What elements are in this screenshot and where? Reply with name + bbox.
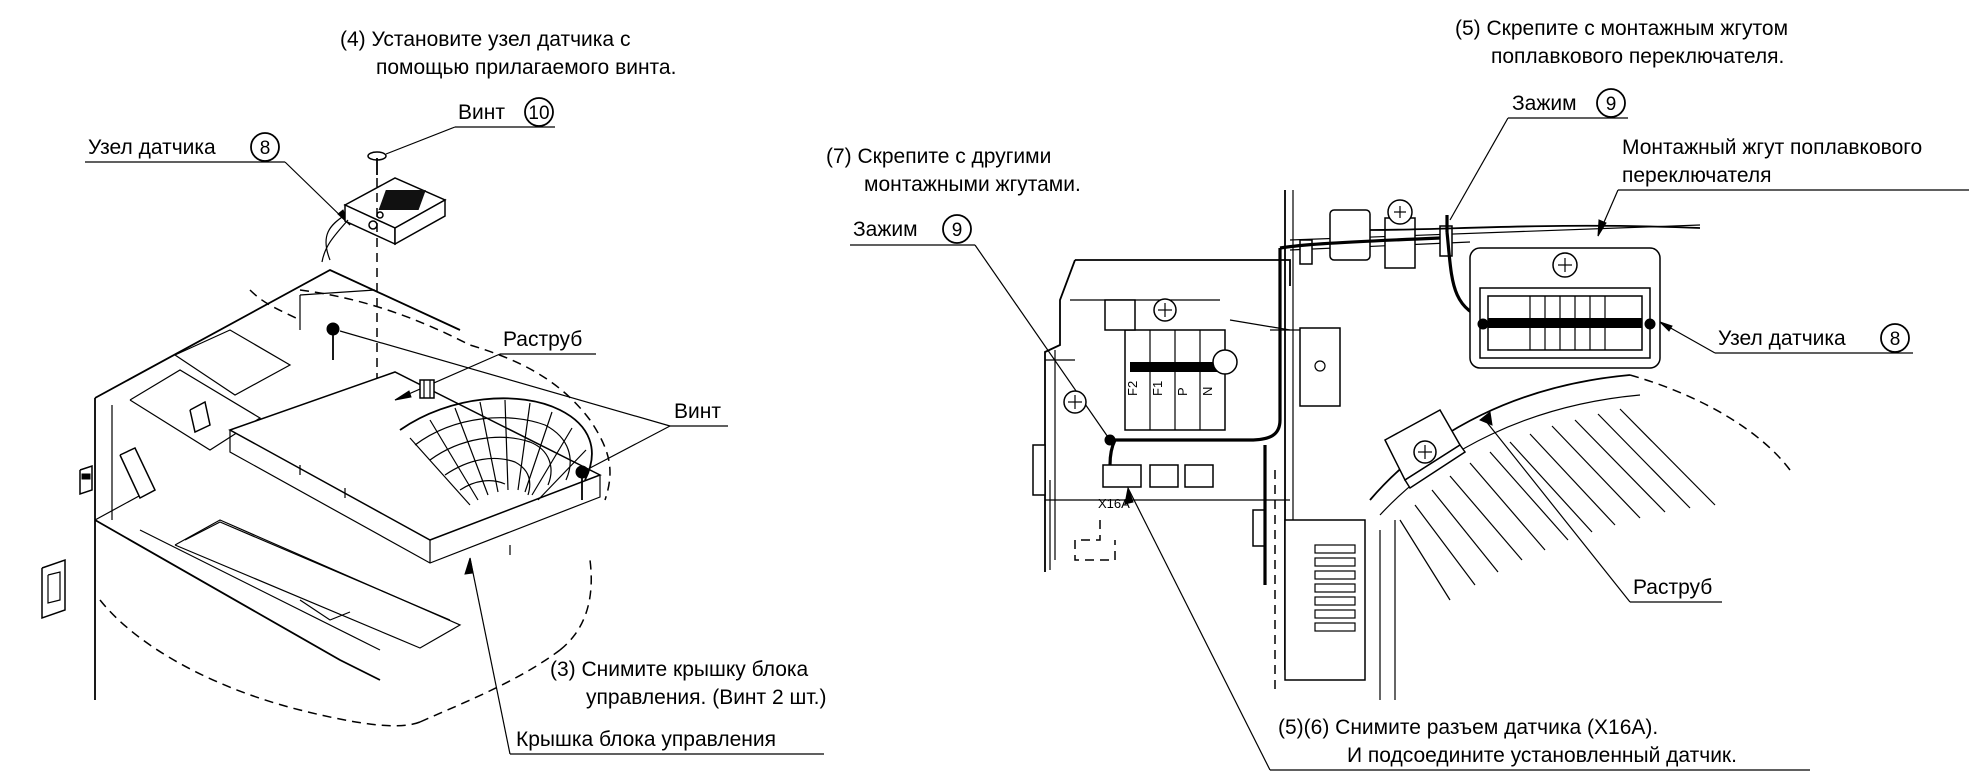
step5-line2: поплавкового переключателя.	[1491, 45, 1784, 68]
terminal-f1: F1	[1150, 381, 1165, 396]
step5-line1: (5) Скрепите с монтажным жгутом	[1455, 17, 1788, 40]
bellmouth-grille	[399, 397, 593, 506]
sensor-number-circle-right	[1880, 323, 1910, 353]
control-box: F2 F1 P N X16A	[1032, 190, 1366, 690]
connector-x16a	[1102, 464, 1142, 488]
bellmouth-label-right: Раструб	[1633, 576, 1712, 599]
clamp-left-label: Зажим	[853, 218, 918, 241]
right-illustration: (5) Скрепите с монтажным жгутом поплавко…	[826, 17, 1969, 771]
terminal-p: P	[1175, 387, 1190, 396]
float-harness-line1: Монтажный жгут поплавкового	[1622, 136, 1922, 159]
bellmouth-right	[1369, 374, 1791, 700]
sensor-assembly-icon	[1469, 247, 1661, 369]
step3-line1: (3) Снимите крышку блока	[550, 658, 809, 681]
clamp-top-label: Зажим	[1512, 92, 1577, 115]
step7-line2: монтажными жгутами.	[864, 173, 1081, 196]
cover-label: Крышка блока управления	[516, 728, 776, 751]
step7-line1: (7) Скрепите с другими	[826, 145, 1051, 168]
mount-clip-icon	[419, 379, 435, 399]
step4-line2: помощью прилагаемого винта.	[376, 56, 676, 79]
step3-line2: управления. (Винт 2 шт.)	[586, 686, 826, 709]
terminal-n: N	[1200, 387, 1215, 396]
connector-x16a-label: X16A	[1098, 496, 1130, 511]
float-harness-line2: переключателя	[1622, 164, 1772, 187]
indoor-unit-outline	[41, 268, 611, 727]
clamp-top-number-circle	[1596, 88, 1626, 118]
sensor-wiring	[1104, 231, 1491, 585]
terminal-f2: F2	[1125, 381, 1140, 396]
sensor-module-icon	[321, 177, 447, 263]
sensor-assembly-label: Узел датчика	[88, 136, 216, 159]
left-illustration: (4) Установите узел датчика с помощью пр…	[41, 28, 826, 755]
sensor-number-right: 8	[1890, 329, 1901, 350]
clamp-left-number-circle	[942, 214, 972, 244]
bellmouth-label: Раструб	[503, 328, 582, 351]
screw-number: 10	[528, 103, 549, 124]
screw-icon	[367, 151, 387, 175]
screw-number-circle	[524, 97, 554, 127]
sensor-assembly-label-right: Узел датчика	[1718, 327, 1846, 350]
clamp-left-number: 9	[952, 220, 963, 241]
step4-line1: (4) Установите узел датчика с	[340, 28, 630, 51]
cover-screw-left-icon	[326, 322, 340, 360]
clamp-top-number: 9	[1606, 94, 1617, 115]
sensor-number: 8	[260, 138, 271, 159]
sensor-number-circle	[250, 132, 280, 162]
screw-label-2: Винт	[674, 400, 721, 423]
step56-line1: (5)(6) Снимите разъем датчика (X16A).	[1278, 716, 1658, 739]
screw-label: Винт	[458, 101, 505, 124]
cover-screw-right-icon	[575, 465, 589, 500]
step56-line2: И подсоедините установленный датчик.	[1347, 744, 1737, 767]
